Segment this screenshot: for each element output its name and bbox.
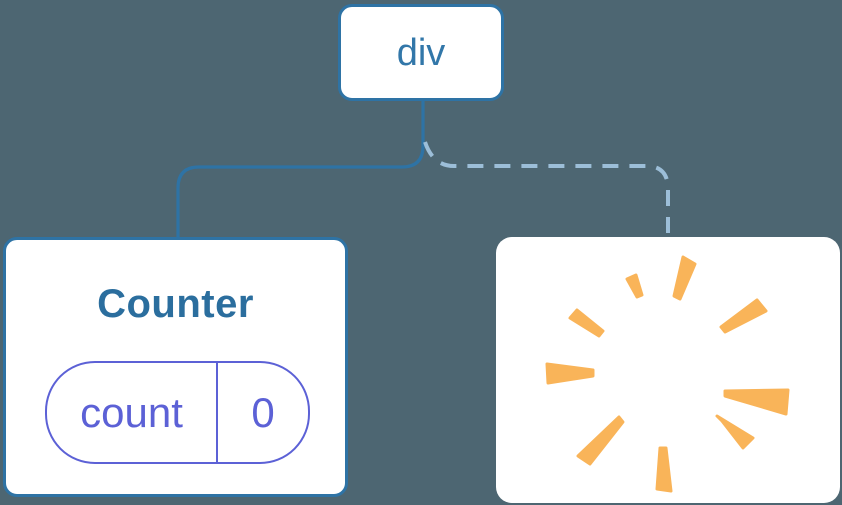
root-node: div	[338, 4, 504, 101]
root-node-label: div	[396, 31, 446, 74]
state-pill: count 0	[45, 361, 310, 464]
state-pill-divider	[216, 363, 218, 462]
burst-ray	[655, 446, 673, 493]
dashed-edge	[423, 141, 670, 238]
counter-title: Counter	[97, 282, 254, 326]
counter-node: Counter count 0	[3, 237, 348, 497]
poof-burst-icon	[545, 255, 790, 493]
burst-ray	[723, 388, 790, 416]
state-value: 0	[251, 388, 275, 436]
burst-ray	[576, 415, 625, 466]
state-name: count	[80, 388, 183, 436]
removed-node	[496, 237, 840, 503]
solid-edge	[176, 101, 425, 238]
burst-ray	[625, 273, 644, 299]
burst-ray	[568, 308, 605, 338]
burst-ray	[545, 362, 595, 385]
burst-ray	[719, 298, 768, 334]
burst-ray	[715, 414, 755, 450]
burst-ray	[672, 255, 697, 301]
